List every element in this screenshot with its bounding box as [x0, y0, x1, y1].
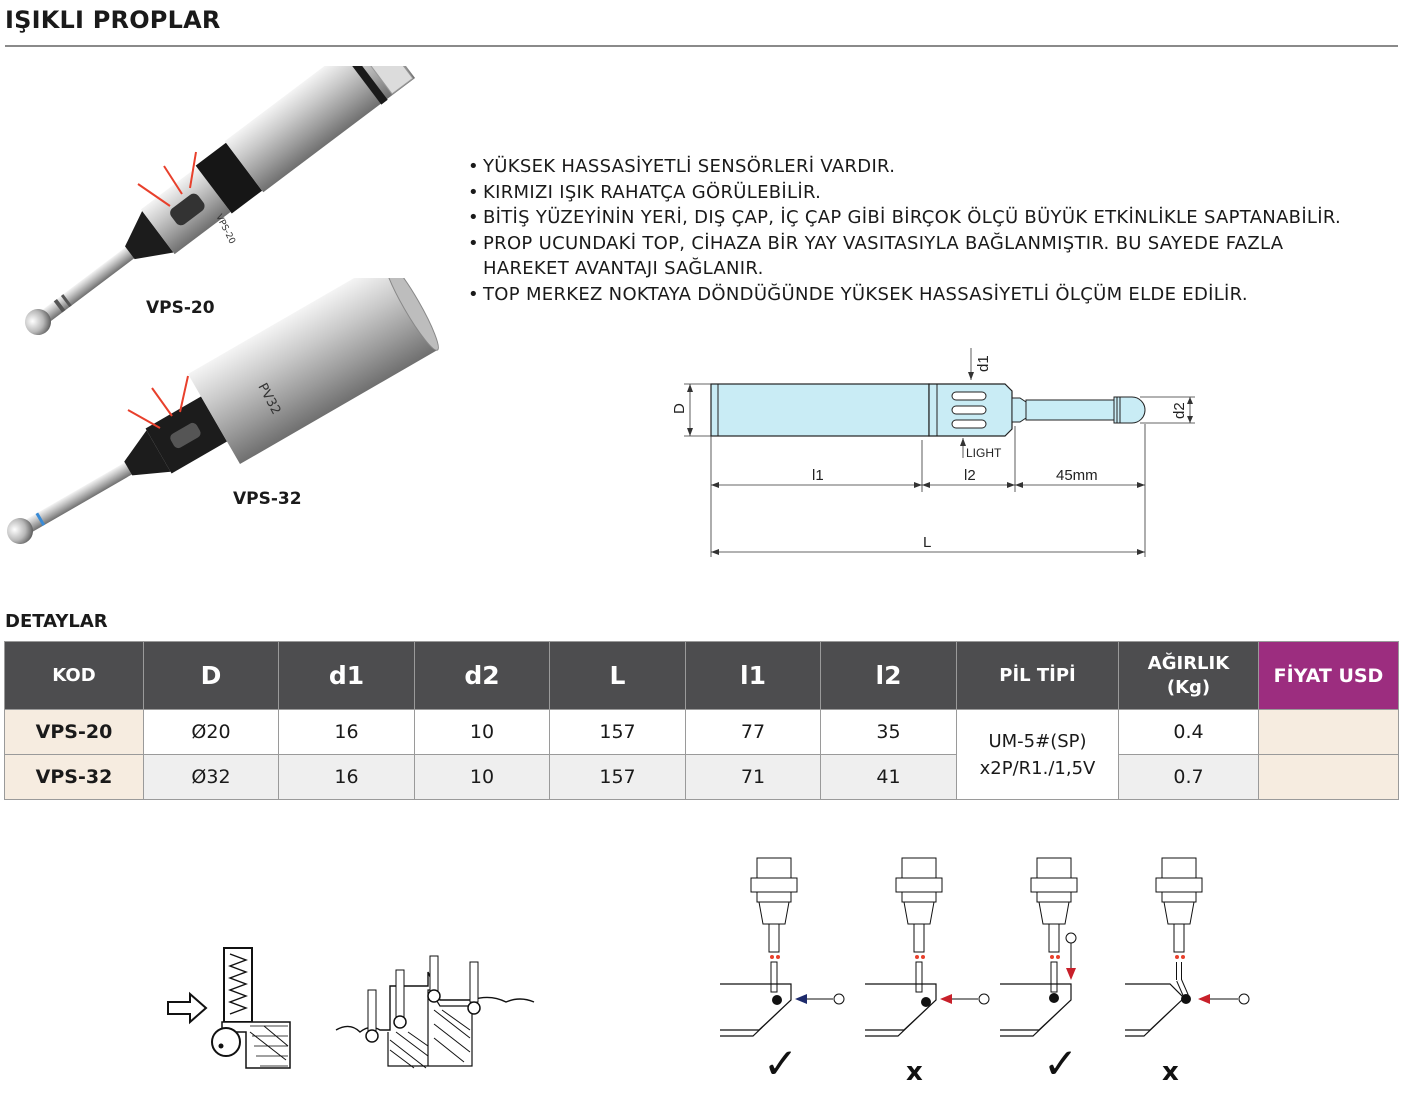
vps32-label: VPS-32 [233, 489, 302, 509]
dim-d2-label: d2 [1171, 402, 1188, 419]
usage-mark-4: x [1162, 1057, 1179, 1087]
details-section-title: DETAYLAR [5, 611, 108, 632]
usage-mark-2: x [906, 1057, 923, 1087]
battery-line1: UM-5#(SP) [988, 730, 1087, 752]
vps20-body-mark: VPS-20 [213, 213, 237, 246]
header-L: L [549, 641, 686, 710]
dim-L-label: L [923, 534, 931, 551]
cell-code: VPS-32 [4, 754, 144, 800]
cell-battery: UM-5#(SP) x2P/R1./1,5V [956, 709, 1119, 800]
cell-l2: 35 [820, 709, 957, 755]
technical-drawing: D d1 d2 LIGHT l1 l2 45mm L [671, 348, 1195, 557]
edge-detection-sketch [167, 947, 291, 1069]
feature-list: YÜKSEK HASSASİYETLİ SENSÖRLERİ VARDIR. K… [468, 154, 1408, 307]
header-d1: d1 [278, 641, 415, 710]
header-d2: d2 [414, 641, 550, 710]
header-weight: AĞIRLIK (Kg) [1118, 641, 1259, 710]
surface-scan-sketch [335, 955, 535, 1069]
usage-panels: ✓ x ✓ [720, 857, 1250, 1088]
cell-d1: 16 [278, 754, 415, 800]
usage-panel-2: x [865, 857, 990, 1087]
feature-item: BİTİŞ YÜZEYİNİN YERİ, DIŞ ÇAP, İÇ ÇAP Gİ… [468, 205, 1408, 231]
cell-d1: 16 [278, 709, 415, 755]
dim-D-label: D [671, 403, 688, 414]
dim-l2-label: l2 [964, 467, 976, 484]
header-D: D [143, 641, 279, 710]
header-weight-line2: (Kg) [1166, 676, 1211, 698]
cell-d2: 10 [414, 754, 550, 800]
feature-item: KIRMIZI IŞIK RAHATÇA GÖRÜLEBİLİR. [468, 180, 1408, 206]
usage-panel-4: x [1125, 857, 1250, 1087]
cell-code: VPS-20 [4, 709, 144, 755]
cell-price [1258, 709, 1399, 755]
table-row: VPS-20 Ø20 16 10 157 77 35 UM-5#(SP) x2P… [4, 709, 1399, 800]
cell-price [1258, 754, 1399, 800]
dim-l1-label: l1 [812, 467, 824, 484]
header-battery: PİL TİPİ [956, 641, 1119, 710]
cell-l2: 41 [820, 754, 957, 800]
cell-L: 157 [549, 709, 686, 755]
title-divider [5, 45, 1398, 47]
usage-mark-3: ✓ [1043, 1039, 1078, 1088]
header-price: FİYAT USD [1258, 641, 1399, 710]
cell-weight: 0.4 [1118, 709, 1259, 755]
cell-l1: 71 [685, 754, 821, 800]
table-header-row: KOD D d1 d2 L l1 l2 PİL TİPİ AĞIRLIK (Kg… [4, 641, 1399, 710]
dim-d1-label: d1 [975, 355, 992, 372]
usage-mark-1: ✓ [763, 1039, 798, 1088]
vps20-probe-image: VPS-20 [25, 66, 416, 335]
light-callout: LIGHT [966, 446, 1002, 460]
feature-item: PROP UCUNDAKİ TOP, CİHAZA BİR YAY VASITA… [468, 231, 1348, 282]
cell-weight: 0.7 [1118, 754, 1259, 800]
header-code: KOD [4, 641, 144, 710]
cell-l1: 77 [685, 709, 821, 755]
battery-line2: x2P/R1./1,5V [979, 757, 1096, 779]
vps32-probe-image: PV32 [7, 278, 439, 544]
cell-d2: 10 [414, 709, 550, 755]
header-weight-line1: AĞIRLIK [1147, 652, 1230, 674]
page-title: IŞIKLI PROPLAR [5, 6, 221, 34]
header-l2: l2 [820, 641, 957, 710]
cell-D: Ø20 [143, 709, 279, 755]
cell-L: 157 [549, 754, 686, 800]
table-row: VPS-32 Ø32 16 10 157 71 41 0.7 [4, 754, 1399, 800]
feature-item: YÜKSEK HASSASİYETLİ SENSÖRLERİ VARDIR. [468, 154, 1408, 180]
feature-item: TOP MERKEZ NOKTAYA DÖNDÜĞÜNDE YÜKSEK HAS… [468, 282, 1408, 308]
usage-panel-3: ✓ [1000, 857, 1078, 1088]
cell-D: Ø32 [143, 754, 279, 800]
details-table: KOD D d1 d2 L l1 l2 PİL TİPİ AĞIRLIK (Kg… [4, 641, 1399, 800]
dim-tip-label: 45mm [1056, 467, 1098, 484]
vps20-label: VPS-20 [146, 298, 215, 318]
usage-panel-1: ✓ [720, 857, 845, 1088]
header-l1: l1 [685, 641, 821, 710]
